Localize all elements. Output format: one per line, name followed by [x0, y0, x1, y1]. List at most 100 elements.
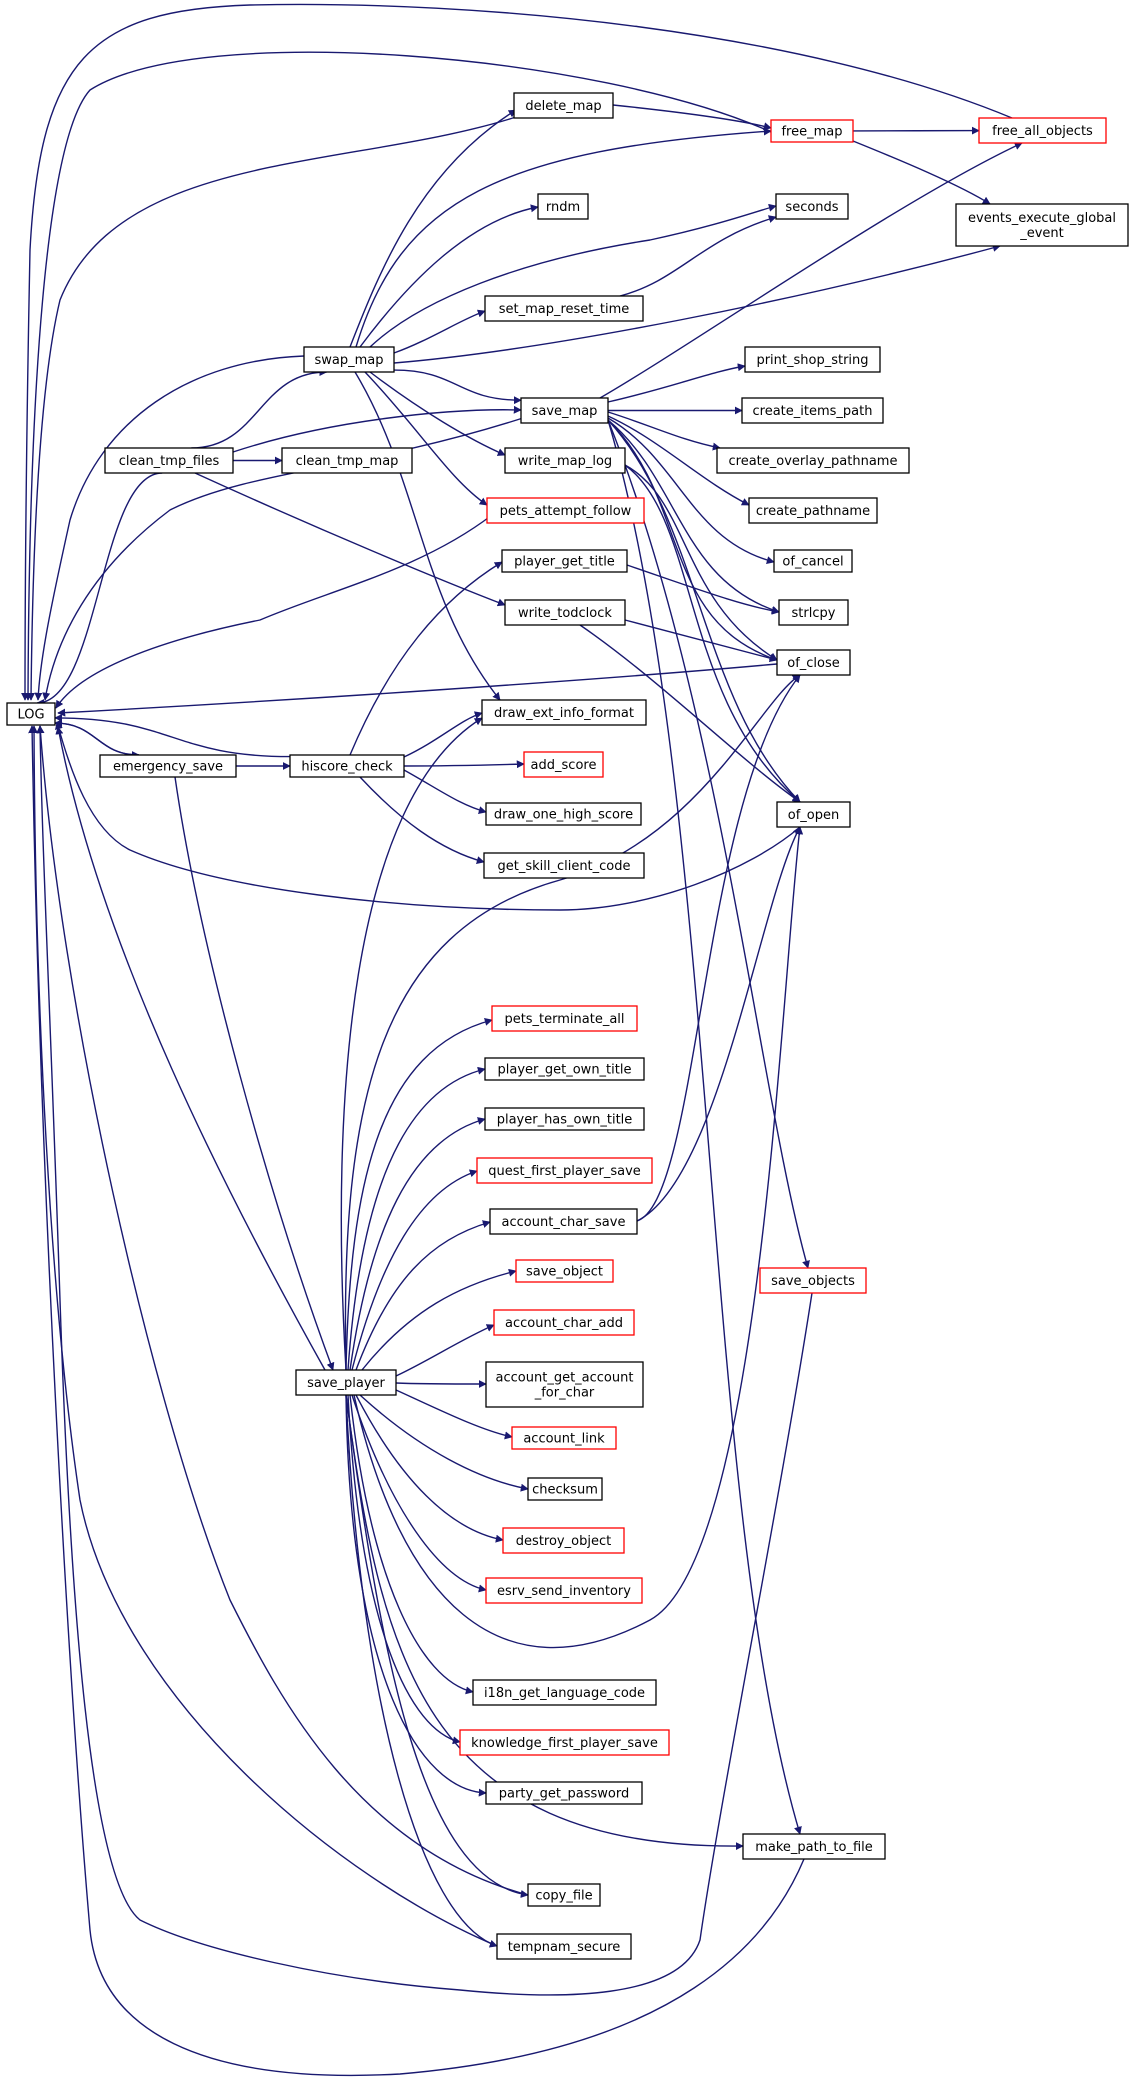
- edge-save_player-to-account_char_add: [395, 1324, 495, 1377]
- node-box: [484, 1107, 645, 1131]
- edge-LOG-to-emergency_save: [54, 722, 140, 759]
- node-delete_map[interactable]: delete_map: [513, 92, 614, 119]
- edge-save_map-to-free_all_objects: [599, 142, 1023, 399]
- node-label: knowledge_first_player_save: [471, 1736, 658, 1751]
- node-add_score[interactable]: add_score: [523, 751, 604, 778]
- node-label: quest_first_player_save: [488, 1164, 641, 1179]
- node-pets_terminate_all[interactable]: pets_terminate_all: [491, 1005, 638, 1032]
- node-player_has_own_title[interactable]: player_has_own_title: [484, 1107, 645, 1131]
- node-party_get_password[interactable]: party_get_password: [485, 1781, 643, 1805]
- node-create_overlay_pathname[interactable]: create_overlay_pathname: [716, 447, 910, 474]
- node-label: of_open: [788, 808, 839, 823]
- node-box: [776, 649, 851, 676]
- node-box: [515, 1259, 614, 1283]
- node-box: [493, 1309, 635, 1336]
- node-tempnam_secure[interactable]: tempnam_secure: [496, 1933, 632, 1960]
- node-box: [502, 1527, 625, 1554]
- node-account_link[interactable]: account_link: [511, 1426, 617, 1450]
- node-box: [481, 699, 647, 726]
- edge-save_map-to-of_close: [607, 419, 778, 662]
- edge-save_player-to-save_object: [361, 1268, 517, 1371]
- edge-save_map-to-make_path_to_file: [607, 419, 802, 1835]
- node-account_get_account_for_char[interactable]: account_get_account_for_char: [485, 1361, 644, 1408]
- node-box: [484, 295, 644, 322]
- node-LOG[interactable]: LOG: [6, 702, 56, 726]
- node-set_map_reset_time[interactable]: set_map_reset_time: [484, 295, 644, 322]
- node-save_player[interactable]: save_player: [295, 1369, 397, 1396]
- node-save_objects[interactable]: save_objects: [759, 1267, 867, 1294]
- edges: [21, 3, 1023, 2077]
- node-events_execute_global_event[interactable]: events_execute_global_event: [955, 203, 1129, 247]
- edge-make_path_to_file-to-LOG: [28, 725, 805, 2077]
- node-box: [6, 702, 56, 726]
- node-account_char_add[interactable]: account_char_add: [493, 1309, 635, 1336]
- node-box: [289, 754, 405, 778]
- node-label: player_has_own_title: [497, 1113, 633, 1128]
- node-copy_file[interactable]: copy_file: [527, 1883, 601, 1907]
- node-label: party_get_password: [499, 1787, 629, 1802]
- node-account_char_save[interactable]: account_char_save: [489, 1208, 638, 1235]
- node-box: [485, 1361, 644, 1408]
- node-of_open[interactable]: of_open: [776, 801, 851, 828]
- edge-save_player-to-esrv_send_inventory: [351, 1394, 487, 1593]
- node-of_cancel[interactable]: of_cancel: [773, 549, 853, 573]
- node-label: draw_ext_info_format: [494, 706, 634, 721]
- node-make_path_to_file[interactable]: make_path_to_file: [742, 1833, 886, 1860]
- edge-swap_map-to-write_map_log: [369, 371, 506, 456]
- node-free_all_objects[interactable]: free_all_objects: [978, 117, 1107, 144]
- node-label: i18n_get_language_code: [484, 1686, 645, 1701]
- node-save_object[interactable]: save_object: [515, 1259, 614, 1283]
- node-hiscore_check[interactable]: hiscore_check: [289, 754, 405, 778]
- node-create_pathname[interactable]: create_pathname: [748, 497, 878, 524]
- node-pets_attempt_follow[interactable]: pets_attempt_follow: [486, 497, 645, 524]
- edge-save_objects-to-LOG: [36, 725, 813, 1996]
- node-player_get_own_title[interactable]: player_get_own_title: [484, 1057, 645, 1081]
- edge-player_get_title-to-strlcpy: [626, 564, 780, 615]
- node-box: [295, 1369, 397, 1396]
- node-swap_map[interactable]: swap_map: [303, 346, 395, 373]
- node-strlcpy[interactable]: strlcpy: [778, 599, 849, 626]
- node-box: [486, 497, 645, 524]
- node-print_shop_string[interactable]: print_shop_string: [744, 346, 881, 373]
- node-clean_tmp_files[interactable]: clean_tmp_files: [104, 447, 234, 474]
- edge-save_map-to-create_overlay_pathname: [607, 411, 721, 451]
- node-label: events_execute_global: [968, 211, 1116, 226]
- node-box: [483, 852, 645, 879]
- node-destroy_object[interactable]: destroy_object: [502, 1527, 625, 1554]
- node-esrv_send_inventory[interactable]: esrv_send_inventory: [485, 1577, 643, 1604]
- edge-save_player-to-make_path_to_file: [345, 1394, 744, 1851]
- node-write_todclock[interactable]: write_todclock: [504, 599, 626, 626]
- node-box: [485, 1577, 643, 1604]
- node-checksum[interactable]: checksum: [527, 1477, 603, 1501]
- node-clean_tmp_map[interactable]: clean_tmp_map: [281, 447, 413, 474]
- node-box: [527, 1477, 603, 1501]
- node-player_get_title[interactable]: player_get_title: [501, 549, 628, 573]
- node-label: clean_tmp_map: [296, 454, 399, 469]
- node-seconds[interactable]: seconds: [775, 193, 849, 220]
- node-knowledge_first_player_save[interactable]: knowledge_first_player_save: [459, 1729, 670, 1756]
- edge-free_all_objects-to-LOG: [21, 3, 1013, 701]
- node-emergency_save[interactable]: emergency_save: [99, 754, 237, 778]
- node-of_close[interactable]: of_close: [776, 649, 851, 676]
- node-box: [504, 447, 626, 474]
- node-label: write_todclock: [518, 606, 612, 621]
- node-rndm[interactable]: rndm: [537, 193, 589, 220]
- node-quest_first_player_save[interactable]: quest_first_player_save: [476, 1157, 653, 1184]
- edge-hiscore_check-to-player_get_title: [349, 561, 503, 756]
- node-save_map[interactable]: save_map: [520, 397, 609, 424]
- edge-save_player-to-knowledge_first_player_save: [347, 1394, 461, 1745]
- node-box: [748, 497, 878, 524]
- node-get_skill_client_code[interactable]: get_skill_client_code: [483, 852, 645, 879]
- node-draw_one_high_score[interactable]: draw_one_high_score: [485, 802, 642, 826]
- node-i18n_get_language_code[interactable]: i18n_get_language_code: [472, 1679, 657, 1706]
- node-box: [527, 1883, 601, 1907]
- node-write_map_log[interactable]: write_map_log: [504, 447, 626, 474]
- node-draw_ext_info_format[interactable]: draw_ext_info_format: [481, 699, 647, 726]
- edge-copy_file-to-LOG: [36, 725, 529, 1896]
- edge-account_char_save-to-of_close: [636, 674, 801, 1222]
- node-label: esrv_send_inventory: [497, 1584, 631, 1599]
- edge-save_player-to-player_get_own_title: [347, 1066, 486, 1371]
- node-label: LOG: [17, 708, 44, 723]
- node-free_map[interactable]: free_map: [770, 119, 854, 143]
- node-create_items_path[interactable]: create_items_path: [741, 397, 884, 424]
